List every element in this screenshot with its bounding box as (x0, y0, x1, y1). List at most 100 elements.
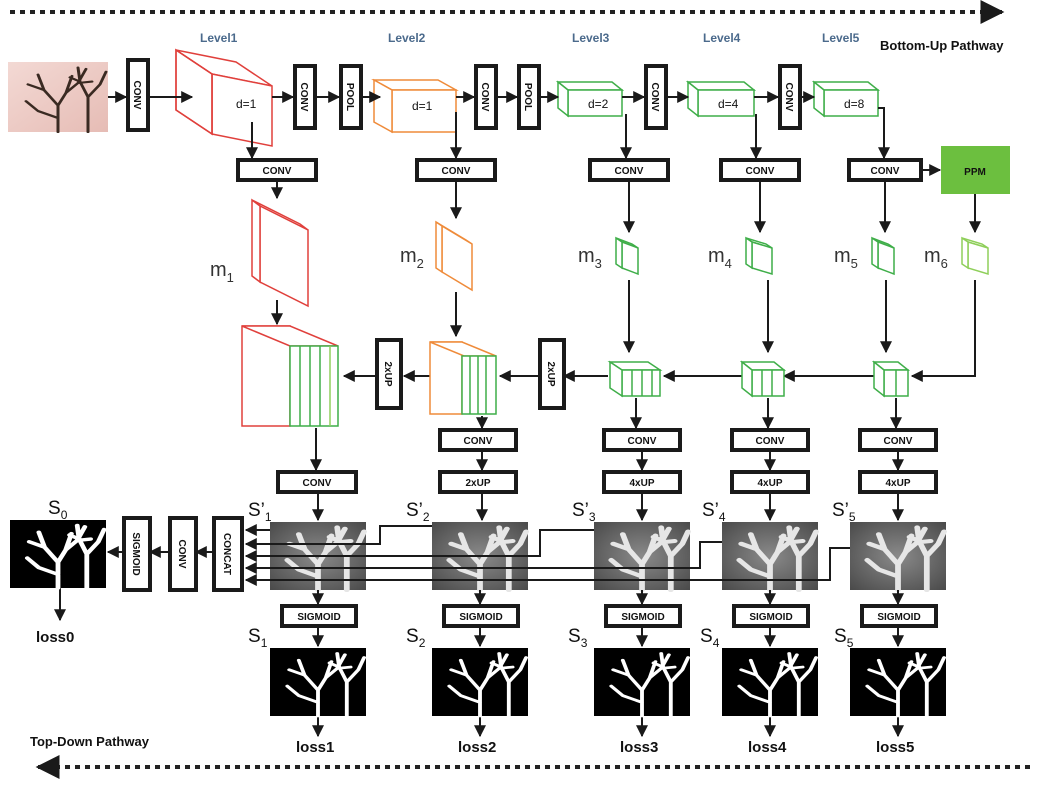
loss4-label: loss4 (748, 739, 787, 756)
dilation-label-4: d=4 (718, 97, 739, 111)
side-output-map-2 (432, 648, 529, 718)
ppm-block: PPM (941, 146, 1010, 194)
side-pre-map-5 (850, 522, 946, 590)
top-down-merge-arrows (271, 280, 976, 382)
side-upsample-2x-level2: 2xUP (438, 470, 518, 494)
svg-text:CONV: CONV (464, 436, 493, 447)
loss2-label: loss2 (458, 739, 496, 756)
bottom-up-label: Bottom-Up Pathway (880, 38, 1004, 53)
side-output-map-1 (270, 648, 367, 718)
lateral-conv-level1: CONV (236, 158, 318, 182)
side-conv-arrows (310, 398, 904, 522)
loss5-label: loss5 (876, 739, 914, 756)
feature-map-m4 (745, 236, 773, 276)
svg-text:SIGMOID: SIGMOID (877, 612, 920, 623)
conv-block-level4: CONV (778, 64, 802, 130)
svg-text:2xUP: 2xUP (465, 478, 490, 489)
merged-stack-level3 (607, 360, 663, 398)
side-upsample-4x-level5: 4xUP (858, 470, 938, 494)
label-m2: m2 (400, 245, 424, 271)
merged-stack-level2 (429, 341, 497, 415)
sigmoid-arrows (312, 590, 904, 738)
svg-text:4xUP: 4xUP (629, 478, 654, 489)
fused-output-s0 (10, 520, 106, 588)
svg-text:CONV: CONV (756, 436, 785, 447)
side-pre-map-3 (594, 522, 690, 590)
side-upsample-4x-level3: 4xUP (602, 470, 682, 494)
svg-text:CONV: CONV (783, 83, 794, 112)
sigmoid-block-1: SIGMOID (280, 604, 358, 628)
merged-stack-level1 (241, 325, 339, 427)
level-label-1: Level1 (200, 31, 238, 45)
side-conv-level1: CONV (276, 470, 358, 494)
svg-text:CONV: CONV (649, 83, 660, 112)
svg-text:CONV: CONV (442, 166, 471, 177)
level-label-5: Level5 (822, 31, 860, 45)
feature-cube-level1 (175, 48, 273, 147)
feature-map-m3 (615, 236, 639, 276)
label-s-prime-5: S’5 (832, 500, 856, 524)
svg-text:CONCAT: CONCAT (221, 533, 232, 575)
fuse-sigmoid-block: SIGMOID (122, 516, 152, 592)
level-label-4: Level4 (703, 31, 741, 45)
loss3-label: loss3 (620, 739, 658, 756)
lateral-conv-level2: CONV (415, 158, 497, 182)
dilation-label-1: d=1 (236, 97, 257, 111)
svg-text:CONV: CONV (628, 436, 657, 447)
sigmoid-block-5: SIGMOID (860, 604, 938, 628)
dilation-label-5: d=8 (844, 97, 865, 111)
merged-stack-level5 (871, 360, 911, 398)
feature-map-m2 (435, 220, 473, 292)
label-s1: S1 (248, 626, 268, 650)
label-s2: S2 (406, 626, 426, 650)
side-conv-level5: CONV (858, 428, 938, 452)
input-image (8, 62, 108, 134)
label-s4: S4 (700, 626, 720, 650)
upsample-2x-block-a: 2xUP (375, 338, 403, 410)
pool-block-level1: POOL (339, 64, 363, 130)
feature-map-m1 (251, 198, 309, 308)
side-conv-level2: CONV (438, 428, 518, 452)
svg-text:PPM: PPM (964, 167, 986, 178)
feature-map-m6 (961, 236, 989, 276)
svg-text:CONV: CONV (263, 166, 292, 177)
side-upsample-4x-level4: 4xUP (730, 470, 810, 494)
conv-block-level2: CONV (474, 64, 498, 130)
svg-text:CONV: CONV (176, 540, 187, 569)
feature-cube-level5 (811, 80, 881, 118)
svg-text:CONV: CONV (303, 478, 332, 489)
lateral-arrows (271, 182, 981, 234)
bottom-up-arrows (108, 91, 942, 176)
svg-text:CONV: CONV (746, 166, 775, 177)
svg-text:SIGMOID: SIGMOID (621, 612, 664, 623)
lateral-conv-level4: CONV (719, 158, 801, 182)
level-label-3: Level3 (572, 31, 610, 45)
side-pre-map-4 (722, 522, 818, 590)
label-m5: m5 (834, 245, 858, 271)
feature-cube-level3 (555, 80, 625, 118)
dilation-label-2: d=1 (412, 99, 433, 113)
svg-text:2xUP: 2xUP (382, 361, 393, 386)
svg-text:POOL: POOL (344, 83, 355, 111)
svg-text:4xUP: 4xUP (885, 478, 910, 489)
upsample-2x-block-b: 2xUP (538, 338, 566, 410)
concat-arrows (54, 524, 850, 622)
side-output-map-4 (722, 648, 819, 718)
sigmoid-block-3: SIGMOID (604, 604, 682, 628)
feature-cube-level4 (685, 80, 757, 118)
level-label-2: Level2 (388, 31, 426, 45)
svg-text:SIGMOID: SIGMOID (130, 532, 141, 575)
svg-text:POOL: POOL (522, 83, 533, 111)
label-m4: m4 (708, 245, 732, 271)
feature-map-m5 (871, 236, 895, 276)
fuse-conv-block: CONV (168, 516, 198, 592)
top-down-label: Top-Down Pathway (30, 734, 150, 749)
svg-text:SIGMOID: SIGMOID (297, 612, 340, 623)
label-m6: m6 (924, 245, 948, 271)
svg-text:SIGMOID: SIGMOID (749, 612, 792, 623)
lateral-conv-level5: CONV (847, 158, 923, 182)
label-s0: S0 (48, 498, 68, 522)
sigmoid-block-2: SIGMOID (442, 604, 520, 628)
svg-text:4xUP: 4xUP (757, 478, 782, 489)
